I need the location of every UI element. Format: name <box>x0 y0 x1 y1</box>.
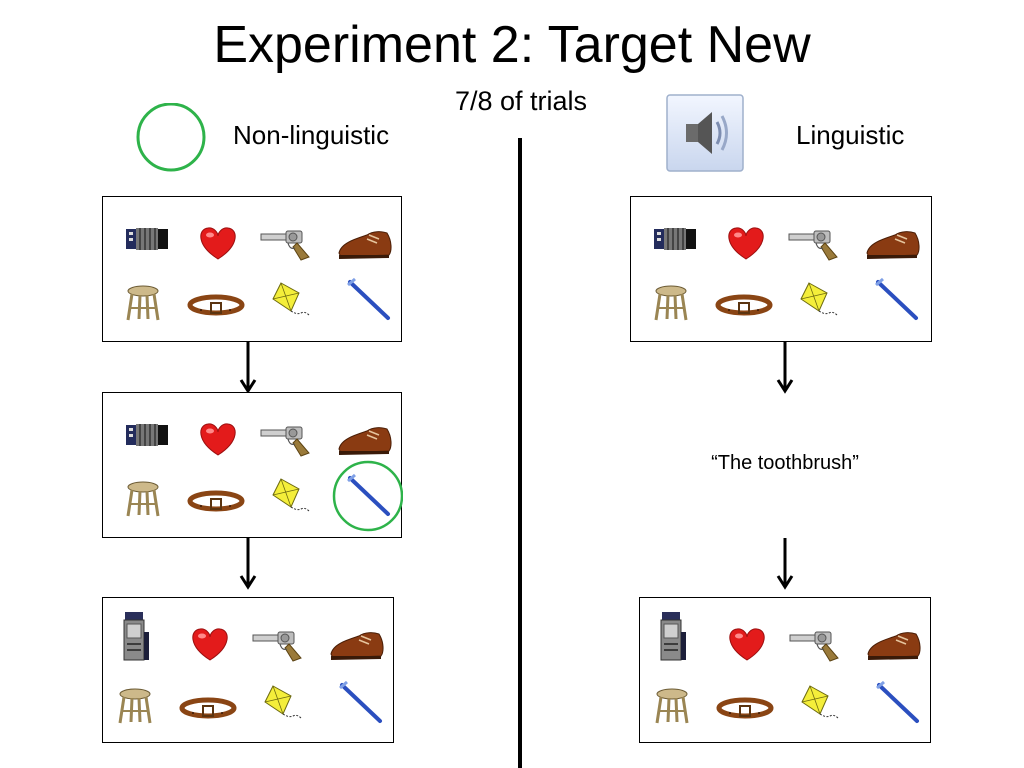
display-panel-left-1 <box>102 196 402 342</box>
arrow-down-icon <box>776 342 794 394</box>
condition-label-linguistic: Linguistic <box>796 120 905 150</box>
target-highlight-circle <box>332 460 403 532</box>
display-panel-right-1 <box>630 196 932 342</box>
slide-title: Experiment 2: Target New <box>213 16 811 74</box>
arrow-down-icon <box>776 538 794 590</box>
center-divider <box>518 138 522 768</box>
display-panel-right-3 <box>639 597 931 743</box>
arrow-down-icon <box>239 342 257 394</box>
speaker-icon <box>666 94 744 172</box>
trial-proportion: 7/8 of trials <box>454 86 588 116</box>
green-circle-icon <box>136 103 206 172</box>
display-panel-left-2 <box>102 392 403 538</box>
arrow-down-icon <box>239 538 257 590</box>
spoken-cue: “The toothbrush” <box>711 452 859 474</box>
display-panel-left-3 <box>102 597 394 743</box>
condition-label-nonlinguistic: Non-linguistic <box>233 120 390 150</box>
